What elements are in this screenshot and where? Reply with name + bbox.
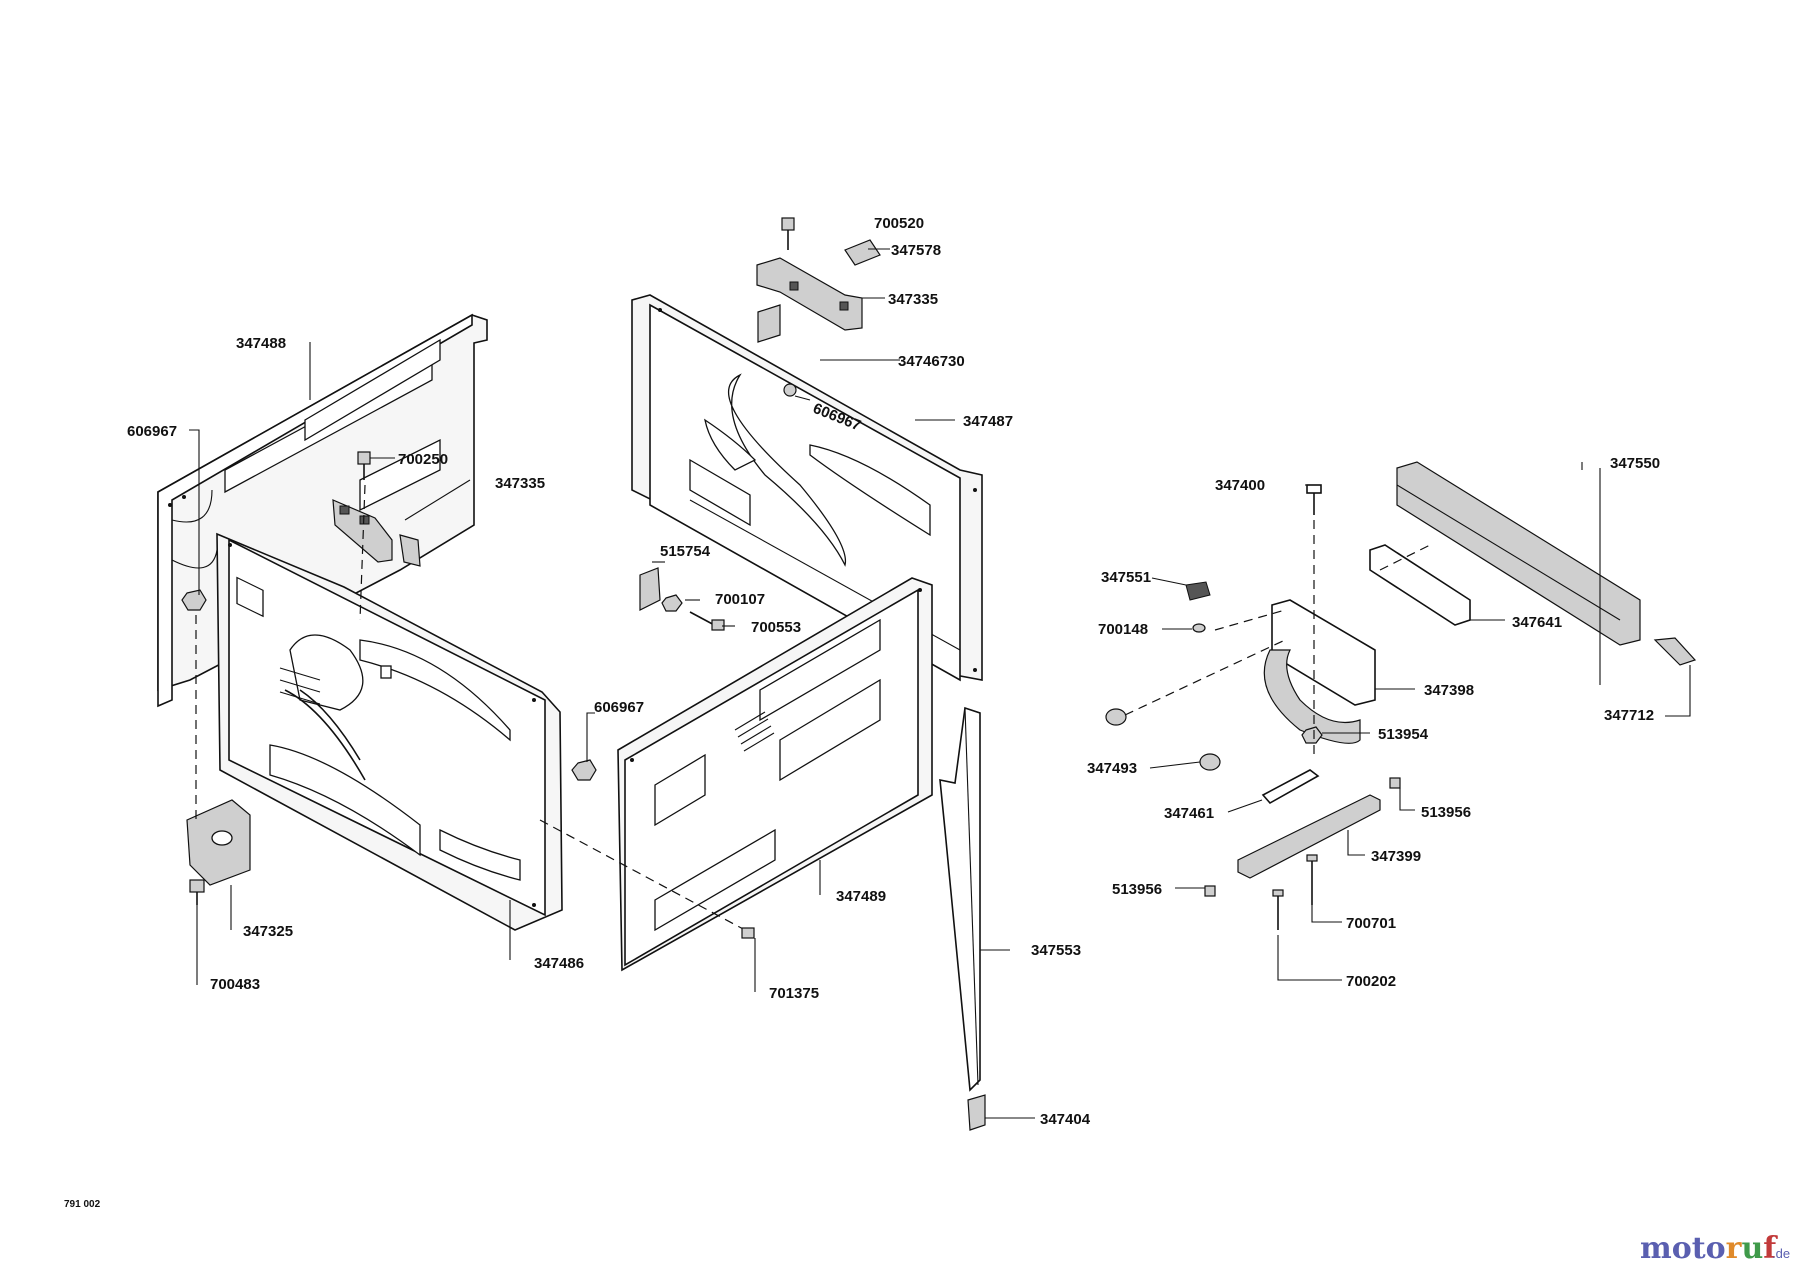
- drawing-number: 791 002: [64, 1199, 101, 1210]
- svg-text:motoruf: motoruf: [1640, 1231, 1778, 1266]
- part-label: 700107: [715, 591, 765, 608]
- bar-347399: [1237, 794, 1381, 879]
- bolt-700701: [1306, 854, 1318, 905]
- bolt-700202: [1272, 889, 1284, 930]
- part-label: 347551: [1101, 569, 1151, 586]
- part-label: 347404: [1040, 1111, 1091, 1128]
- screw-701375: [741, 927, 755, 939]
- axis-line: [1124, 639, 1286, 716]
- nut-606967-center: [571, 759, 597, 781]
- nut-606967-mid: [783, 383, 797, 397]
- washer-700148: [1192, 623, 1206, 633]
- knob-left: [1105, 708, 1127, 726]
- knob-347551: [1185, 581, 1211, 601]
- clip-515754: [639, 567, 661, 611]
- part-label: 515754: [660, 543, 711, 560]
- side-panel-347489: [617, 577, 933, 972]
- side-panel-347487: [631, 294, 983, 682]
- part-label: 700520: [874, 215, 924, 232]
- plate-347578: [844, 239, 881, 266]
- fence-rail-347550: [1396, 461, 1641, 646]
- part-label: 513954: [1378, 726, 1429, 743]
- part-label: 347399: [1371, 848, 1421, 865]
- part-label: 347641: [1512, 614, 1562, 631]
- part-label: 347550: [1610, 455, 1660, 472]
- screw-700553: [689, 611, 725, 631]
- leg-347553: [939, 706, 981, 1092]
- screw-513956-left: [1204, 885, 1216, 897]
- part-label: 347488: [236, 335, 286, 352]
- svg-text:.de: .de: [1772, 1246, 1790, 1261]
- nut-513954: [1301, 726, 1323, 744]
- axis-line: [359, 484, 366, 621]
- part-label: 700483: [210, 976, 260, 993]
- part-label: 513956: [1421, 804, 1471, 821]
- part-label: 347486: [534, 955, 584, 972]
- part-label: 701375: [769, 985, 819, 1002]
- axis-line: [539, 819, 746, 931]
- nut-606967-left: [181, 589, 207, 611]
- bracket-347335-left: [332, 499, 421, 567]
- part-label: 700202: [1346, 973, 1396, 990]
- axis-line: [1379, 544, 1431, 571]
- plate-347461: [1261, 769, 1320, 805]
- part-label: 347325: [243, 923, 293, 940]
- bracket-347335-top: [756, 257, 863, 343]
- part-label: 347493: [1087, 760, 1137, 777]
- part-label: 347398: [1424, 682, 1474, 699]
- part-label: 347489: [836, 888, 886, 905]
- leader-lines: [189, 248, 1691, 1119]
- part-label: 347461: [1164, 805, 1214, 822]
- bracket-347325: [186, 799, 251, 886]
- side-panel-347486: [216, 532, 563, 931]
- end-cap-347712: [1653, 637, 1697, 666]
- part-label: 347335: [888, 291, 938, 308]
- part-label: 700701: [1346, 915, 1396, 932]
- part-label: 34746730: [898, 353, 965, 370]
- knob-347493: [1199, 753, 1221, 771]
- part-label: 347553: [1031, 942, 1081, 959]
- miter-gauge-347398: [1263, 599, 1376, 744]
- axis-line: [1214, 609, 1286, 631]
- screw-700483: [189, 879, 205, 905]
- bolt-347400: [1306, 484, 1322, 515]
- part-label: 347712: [1604, 707, 1654, 724]
- brand-logo: motoruf .de: [1640, 1231, 1790, 1266]
- part-label: 347335: [495, 475, 545, 492]
- nut-700107: [661, 594, 683, 612]
- part-label: 606967: [127, 423, 177, 440]
- part-label: 347578: [891, 242, 941, 259]
- part-label: 347400: [1215, 477, 1265, 494]
- part-label: 606967: [594, 699, 644, 716]
- screw-513956-right: [1389, 777, 1401, 789]
- part-label: 347487: [963, 413, 1013, 430]
- part-label: 513956: [1112, 881, 1162, 898]
- foot-347404: [967, 1094, 986, 1131]
- part-label: 700250: [398, 451, 448, 468]
- part-label: 700553: [751, 619, 801, 636]
- fence-plate-347641: [1369, 544, 1471, 626]
- screw-top: [781, 217, 795, 250]
- part-label: 700148: [1098, 621, 1148, 638]
- screw-700250: [357, 451, 371, 480]
